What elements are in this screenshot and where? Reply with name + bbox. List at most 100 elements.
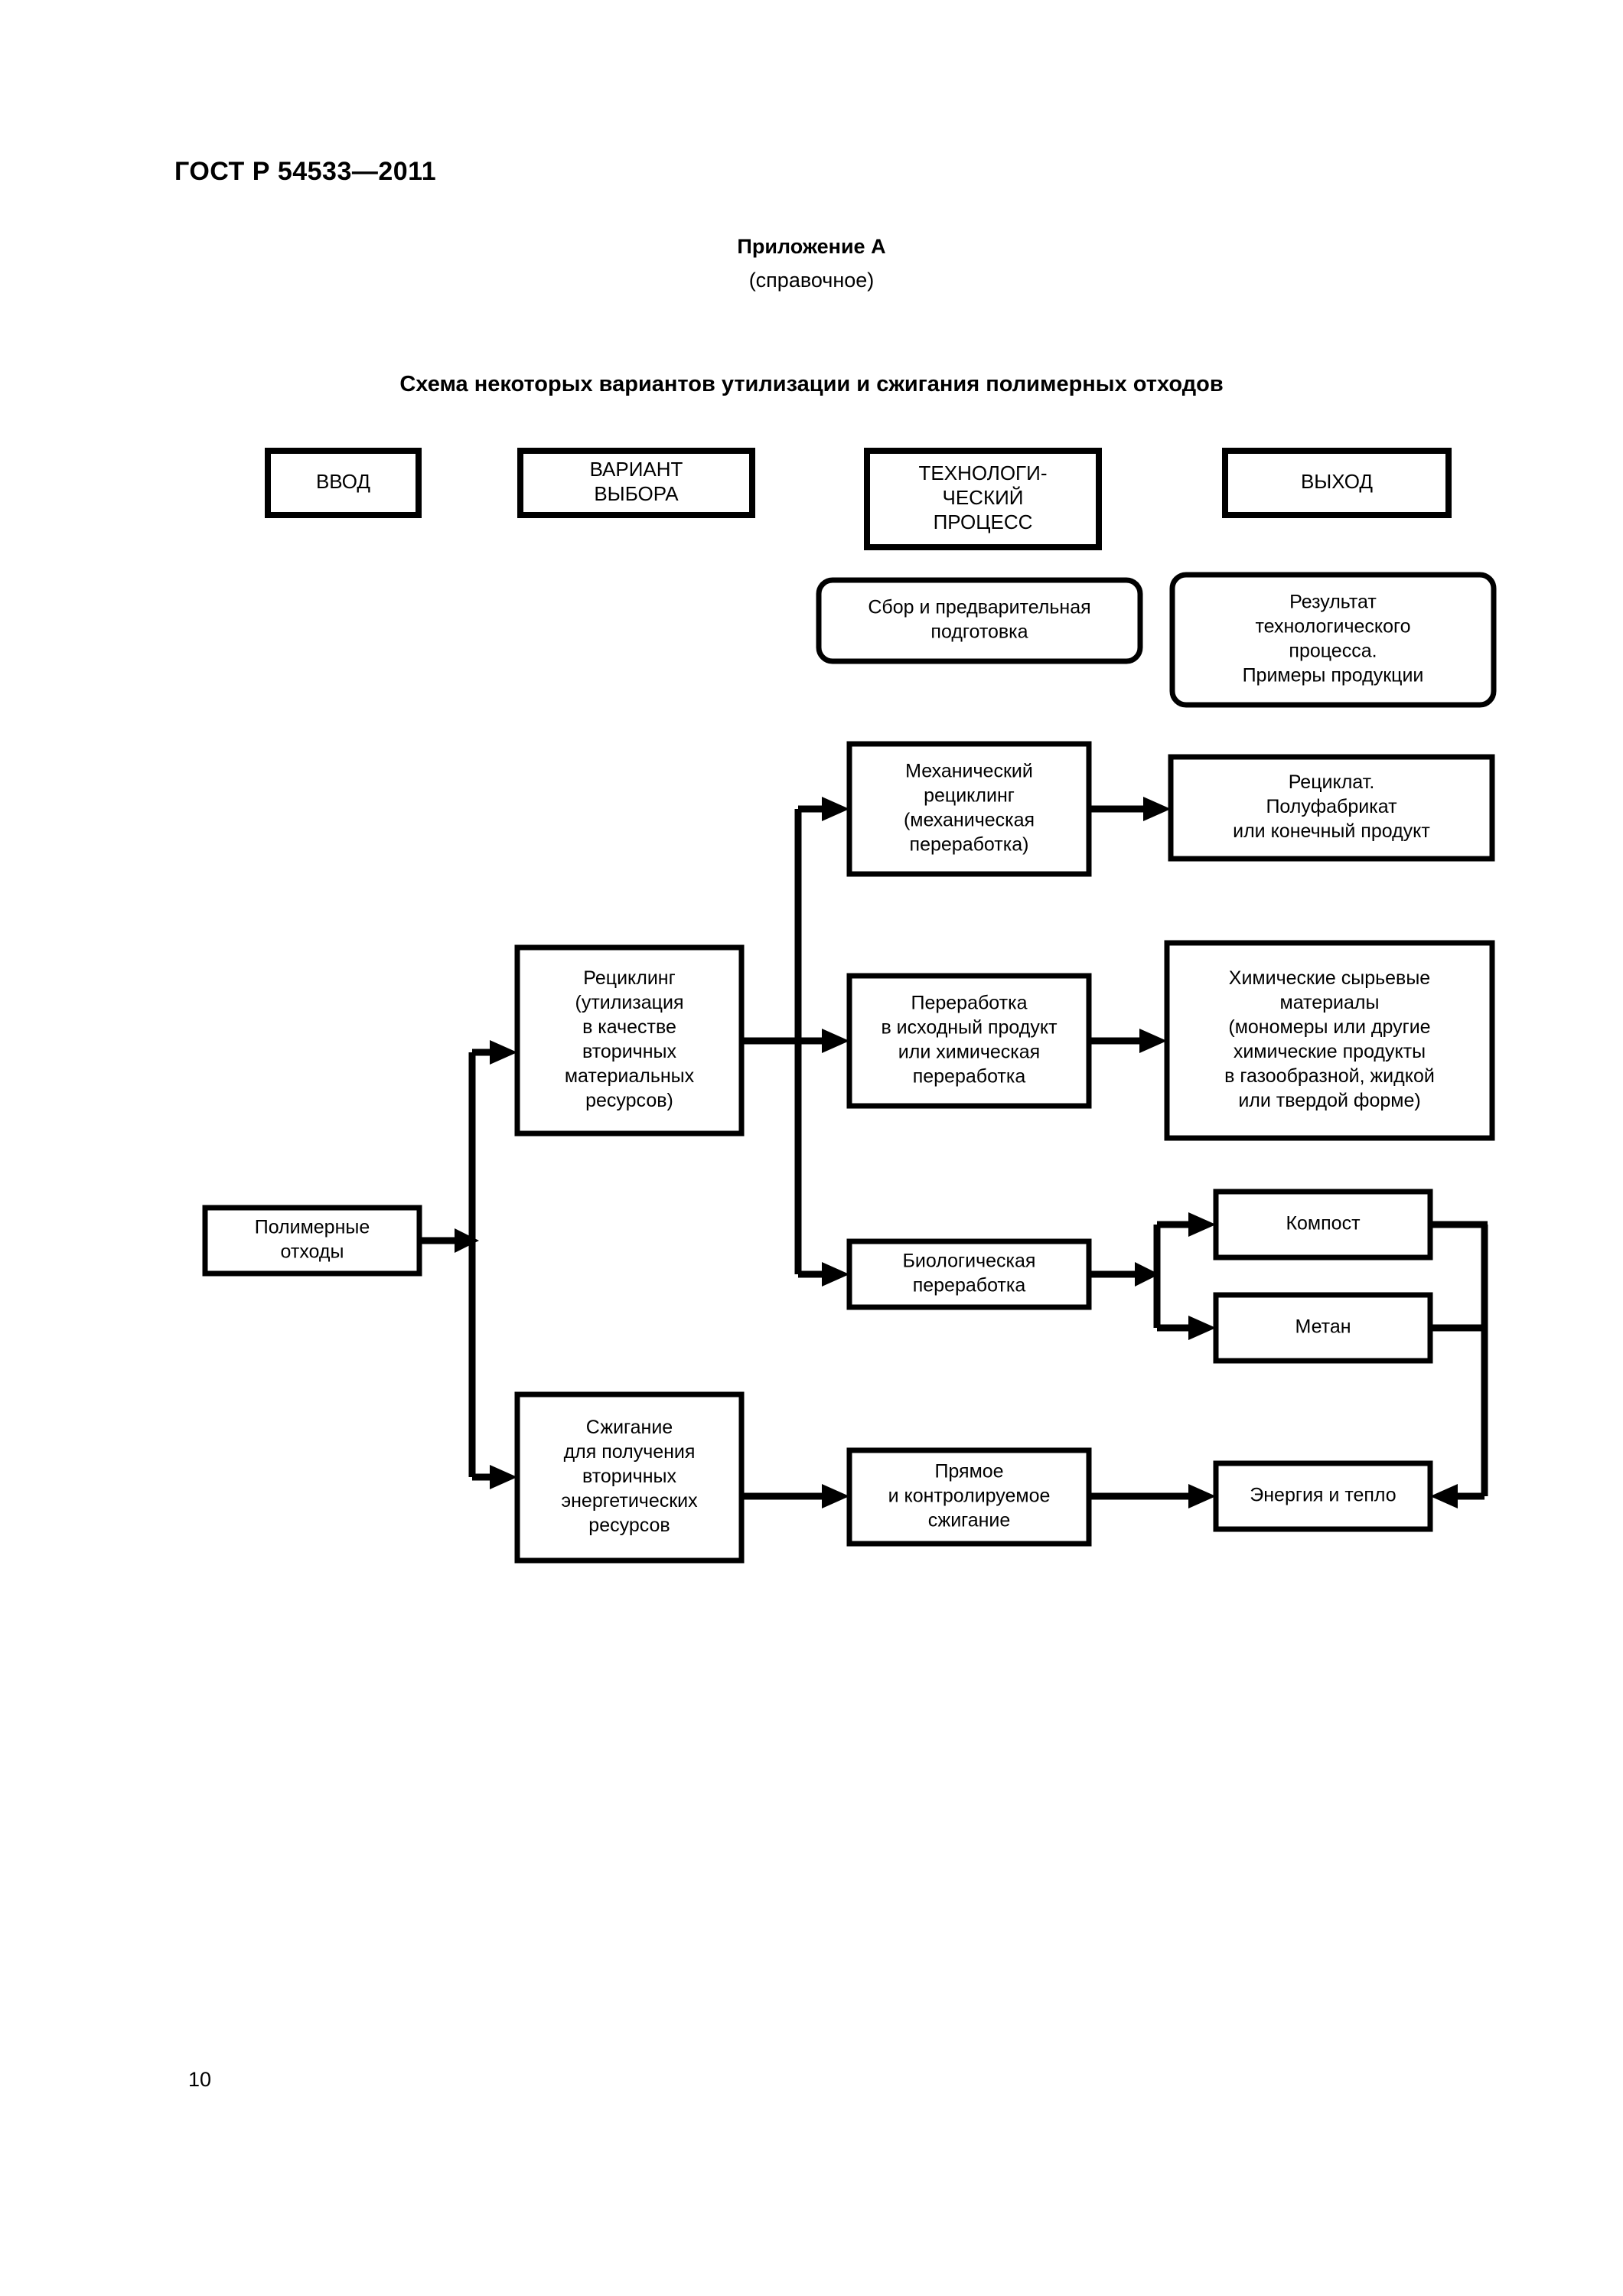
flow-node-label: материальных bbox=[565, 1065, 695, 1087]
flow-node-label: ресурсов bbox=[588, 1515, 670, 1536]
flow-node-recyclate: Рециклат. Полуфабрикат или конечный продук… bbox=[1168, 754, 1495, 862]
flow-node-label: процесса. bbox=[1289, 641, 1377, 662]
flow-node-energy_heat: Энергия и тепло bbox=[1213, 1460, 1433, 1532]
flow-node-box bbox=[514, 944, 745, 1137]
flow-node-bio_processing: Биологическая переработка bbox=[846, 1238, 1092, 1310]
annex-title: Приложение А bbox=[737, 235, 886, 258]
flow-node-box bbox=[1213, 1460, 1433, 1532]
flow-node-box bbox=[846, 973, 1092, 1109]
flow-node-label: Результат bbox=[1289, 592, 1377, 613]
flow-node-label: Рециклинг bbox=[583, 967, 675, 989]
page-number: 10 bbox=[188, 2068, 212, 2091]
flow-node-label: (мономеры или другие bbox=[1228, 1016, 1430, 1038]
flow-node-label: ВЫБОРА bbox=[594, 482, 679, 505]
flow-node-hdr_input: ВВОД bbox=[265, 448, 422, 518]
flow-node-box bbox=[1222, 448, 1452, 518]
flow-node-incineration: Сжигание для получения вторичных энергетиче… bbox=[514, 1391, 745, 1564]
flow-node-label: или конечный продукт bbox=[1233, 820, 1430, 842]
flow-node-chem_materials: Химические сырьевые материалы (мономеры ил… bbox=[1164, 940, 1495, 1141]
flow-node-label: Биологическая bbox=[903, 1251, 1036, 1272]
flow-node-box bbox=[1213, 1292, 1433, 1364]
flow-node-box bbox=[1169, 572, 1497, 708]
flow-node-label: отходы bbox=[281, 1241, 344, 1263]
flow-node-box bbox=[514, 1391, 745, 1564]
flow-node-label: переработка bbox=[913, 1275, 1026, 1296]
flow-node-box bbox=[1213, 1189, 1433, 1261]
flow-node-label: и контролируемое bbox=[888, 1486, 1051, 1507]
flow-node-label: ресурсов) bbox=[585, 1090, 673, 1111]
flow-node-label: вторичных bbox=[582, 1041, 676, 1062]
flow-node-label: Сбор и предварительная bbox=[868, 597, 1090, 618]
flow-node-box bbox=[846, 1447, 1092, 1547]
flow-node-label: энергетических bbox=[561, 1490, 698, 1512]
flow-node-box bbox=[816, 577, 1143, 664]
flow-node-recycling: Рециклинг (утилизация в качестве вторичных м… bbox=[514, 944, 745, 1137]
flow-node-mech_recycling: Механический рециклинг (механическая перера… bbox=[846, 741, 1092, 877]
flow-node-label: для получения bbox=[564, 1441, 696, 1463]
flow-node-label: переработка) bbox=[910, 834, 1029, 856]
edge-compost-methane-energy bbox=[1430, 1221, 1488, 1508]
flow-node-label: Энергия и тепло bbox=[1250, 1485, 1396, 1506]
flow-node-box bbox=[1168, 754, 1495, 862]
flow-node-label: в исходный продукт bbox=[881, 1017, 1058, 1039]
edge-direct-burning-energy bbox=[1089, 1484, 1216, 1508]
flow-node-label: рециклинг bbox=[924, 785, 1015, 807]
edge-incineration-direct-burning bbox=[741, 1484, 849, 1508]
flow-node-box bbox=[846, 1238, 1092, 1310]
flow-node-label: Сжигание bbox=[586, 1417, 673, 1438]
flow-node-label: в газообразной, жидкой bbox=[1224, 1065, 1435, 1087]
scheme-title: Схема некоторых вариантов утилизации и с… bbox=[399, 372, 1224, 396]
flow-node-label: ТЕХНОЛОГИ- bbox=[919, 461, 1048, 484]
flow-node-box bbox=[864, 448, 1102, 550]
flow-node-box bbox=[265, 448, 422, 518]
flow-node-label: материалы bbox=[1280, 992, 1380, 1013]
flow-node-label: Переработка bbox=[911, 993, 1027, 1014]
flow-node-label: (утилизация bbox=[575, 992, 684, 1013]
flow-node-compost: Компост bbox=[1213, 1189, 1433, 1261]
flow-node-label: Механический bbox=[905, 761, 1033, 782]
flow-node-methane: Метан bbox=[1213, 1292, 1433, 1364]
edge-bio-compost-methane bbox=[1089, 1212, 1216, 1340]
flow-node-box bbox=[517, 448, 755, 518]
flow-node-label: вторичных bbox=[582, 1466, 676, 1487]
edge-recycling-trunk bbox=[741, 797, 849, 1287]
annex-heading: Приложение А (справочное) bbox=[0, 230, 1623, 297]
flow-node-label: сжигание bbox=[928, 1510, 1011, 1531]
flow-node-label: подготовка bbox=[930, 621, 1028, 643]
flowchart-connectors bbox=[419, 797, 1488, 1508]
flow-node-label: ЧЕСКИЙ bbox=[943, 486, 1024, 509]
edge-feedstock-chem-materials bbox=[1089, 1029, 1167, 1053]
flow-node-label: Метан bbox=[1295, 1316, 1351, 1338]
flow-node-direct_burning: Прямое и контролируемое сжигание bbox=[846, 1447, 1092, 1547]
flow-node-process_result: Результат технологического процесса. Пример… bbox=[1169, 572, 1497, 708]
annex-subtitle: (справочное) bbox=[748, 269, 875, 292]
flow-node-label: или химическая bbox=[898, 1042, 1040, 1063]
flow-node-label: переработка bbox=[913, 1066, 1026, 1088]
flow-node-label: Примеры продукции bbox=[1243, 665, 1424, 687]
flow-node-feedstock_processing: Переработка в исходный продукт или химичес… bbox=[846, 973, 1092, 1109]
flow-node-label: ПРОЦЕСС bbox=[934, 510, 1033, 533]
flow-node-label: Полуфабрикат bbox=[1266, 796, 1397, 817]
flow-node-label: Химические сырьевые bbox=[1229, 967, 1430, 989]
flow-node-label: Прямое bbox=[934, 1461, 1003, 1482]
flow-node-collection: Сбор и предварительная подготовка bbox=[816, 577, 1143, 664]
flow-node-label: в качестве bbox=[582, 1016, 676, 1038]
flow-node-label: или твердой форме) bbox=[1238, 1090, 1420, 1111]
flow-node-label: Рециклат. bbox=[1289, 771, 1375, 793]
flow-node-label: (механическая bbox=[904, 810, 1035, 831]
flow-node-box bbox=[202, 1205, 422, 1277]
flow-node-label: ВВОД bbox=[316, 470, 370, 493]
standard-header: ГОСТ Р 54533—2011 bbox=[174, 157, 437, 186]
edge-polymer-waste-trunk bbox=[419, 1040, 517, 1489]
flow-node-label: химические продукты bbox=[1234, 1041, 1426, 1062]
flow-node-hdr_output: ВЫХОД bbox=[1222, 448, 1452, 518]
flow-node-label: технологического bbox=[1255, 616, 1410, 638]
flow-node-box bbox=[1164, 940, 1495, 1141]
flow-node-label: ВЫХОД bbox=[1301, 470, 1373, 493]
